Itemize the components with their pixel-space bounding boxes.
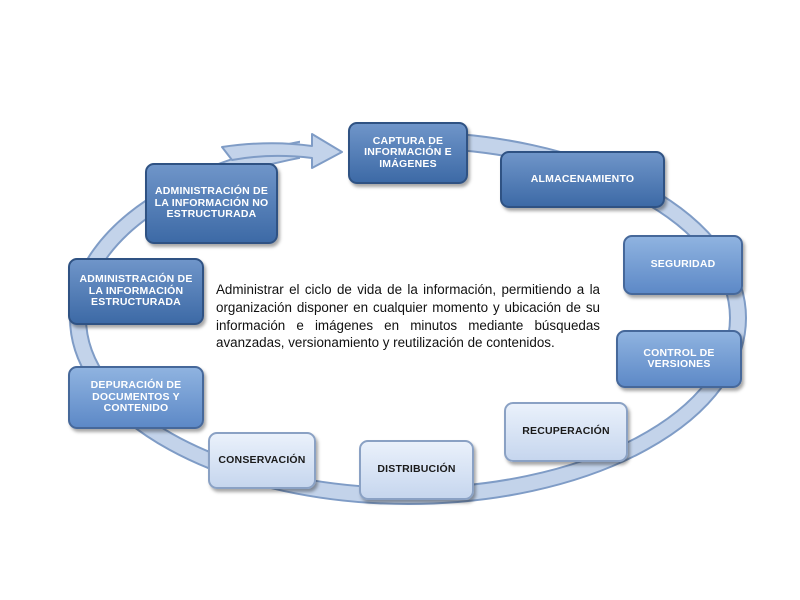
step-conservacion: CONSERVACIÓN: [208, 432, 316, 489]
step-conservacion-label: CONSERVACIÓN: [218, 453, 306, 466]
step-admin-no-estructurada-label: ADMINISTRACIÓN DE LA INFORMACIÓN NO ESTR…: [154, 185, 269, 221]
step-depuracion: DEPURACIÓN DE DOCUMENTOS Y CONTENIDO: [68, 366, 204, 429]
step-recuperacion-label: RECUPERACIÓN: [522, 425, 610, 438]
step-recuperacion: RECUPERACIÓN: [504, 402, 628, 462]
cycle-arrow-icon: [221, 133, 343, 169]
step-almacenamiento: ALMACENAMIENTO: [500, 151, 665, 208]
cycle-description: Administrar el ciclo de vida de la infor…: [216, 282, 600, 351]
step-almacenamiento-label: ALMACENAMIENTO: [530, 172, 635, 185]
step-captura-label: CAPTURA DE INFORMACIÓN E IMÁGENES: [364, 134, 452, 170]
step-control-versiones-label: CONTROL DE VERSIONES: [643, 346, 715, 370]
step-admin-estructurada: ADMINISTRACIÓN DE LA INFORMACIÓN ESTRUCT…: [68, 258, 204, 325]
step-captura: CAPTURA DE INFORMACIÓN E IMÁGENES: [348, 122, 468, 184]
step-admin-estructurada-label: ADMINISTRACIÓN DE LA INFORMACIÓN ESTRUCT…: [79, 273, 193, 309]
step-distribucion-label: DISTRIBUCIÓN: [377, 463, 456, 476]
step-depuracion-label: DEPURACIÓN DE DOCUMENTOS Y CONTENIDO: [90, 379, 182, 415]
step-admin-no-estructurada: ADMINISTRACIÓN DE LA INFORMACIÓN NO ESTR…: [145, 163, 278, 244]
step-control-versiones: CONTROL DE VERSIONES: [616, 330, 742, 388]
step-distribucion: DISTRIBUCIÓN: [359, 440, 474, 500]
step-seguridad-label: SEGURIDAD: [650, 258, 716, 271]
step-seguridad: SEGURIDAD: [623, 235, 743, 295]
